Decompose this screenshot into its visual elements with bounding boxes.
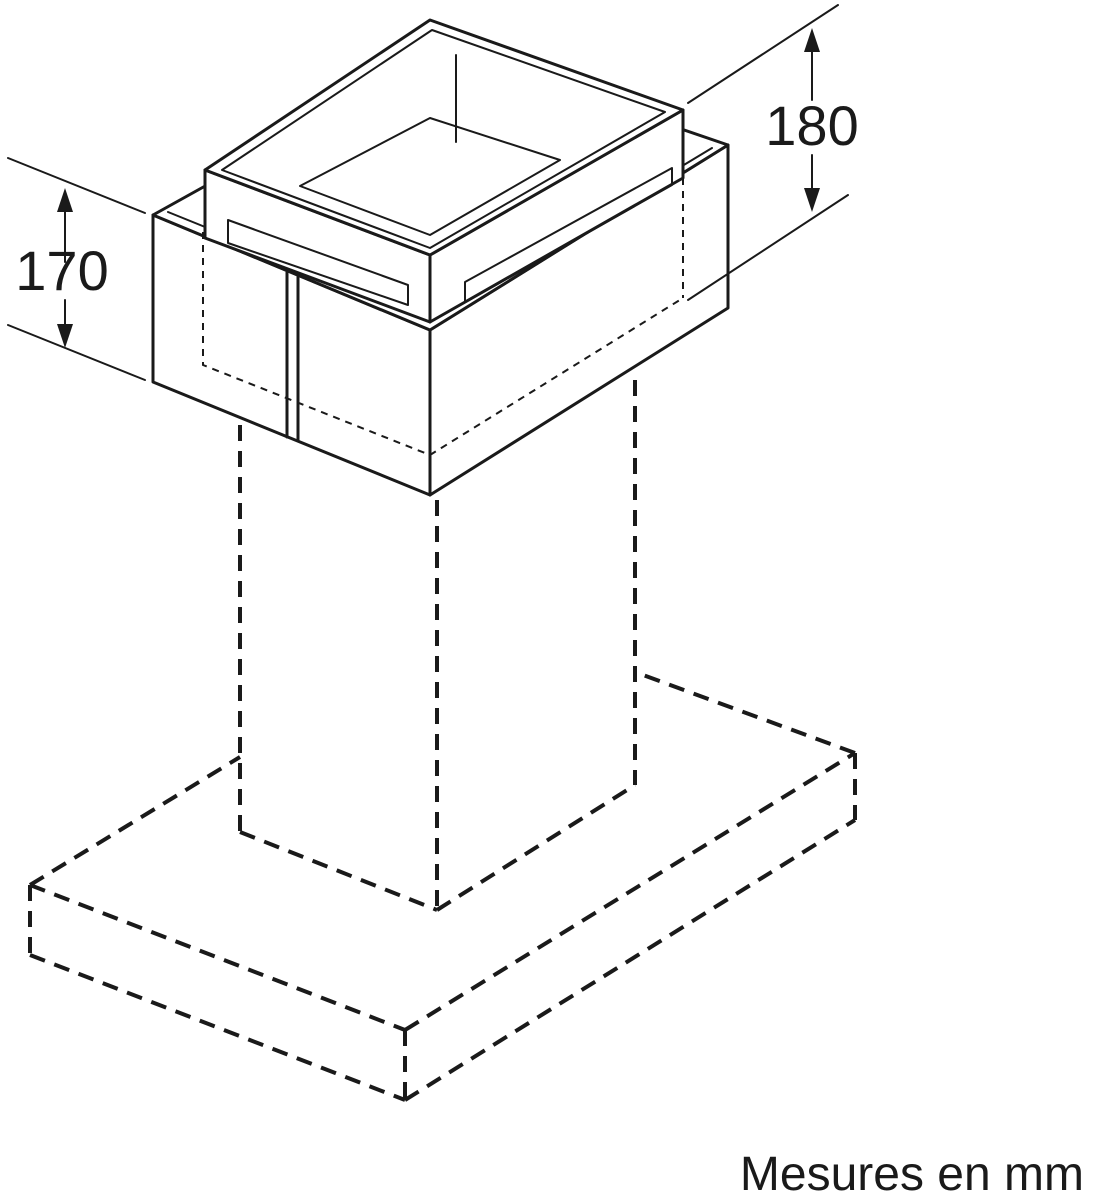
dimension-180: 180	[687, 4, 859, 301]
dimension-170-label: 170	[15, 239, 108, 302]
chimney-column-outline	[238, 380, 637, 912]
dimension-170: 170	[7, 157, 146, 381]
units-caption: Mesures en mm	[740, 1148, 1084, 1200]
inner-box	[203, 18, 685, 324]
hood-body-outline	[28, 673, 857, 1102]
dimension-180-label: 180	[765, 94, 858, 157]
